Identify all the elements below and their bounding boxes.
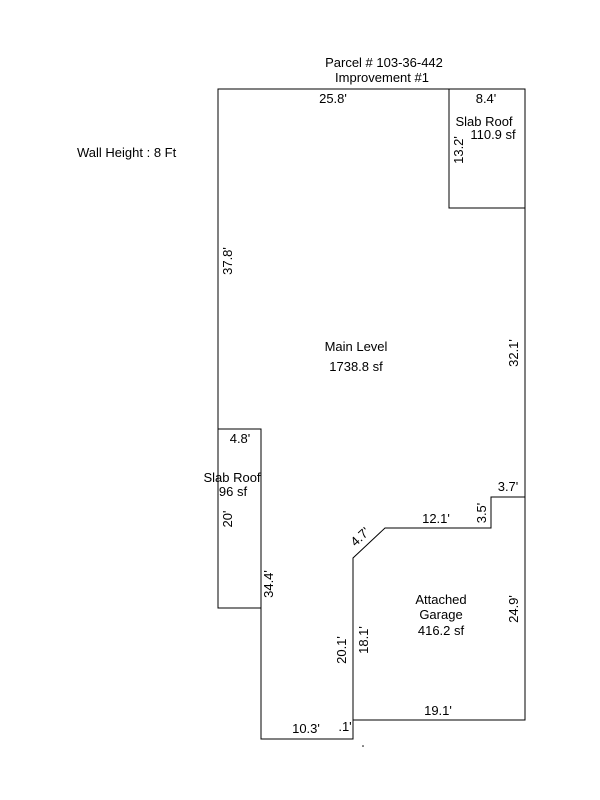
slab-roof-left-outline <box>218 428 262 608</box>
dim-garage-left: 18.1' <box>356 626 371 654</box>
dim-bottom-tiny: .1' <box>338 719 351 734</box>
slab-roof-top-outline <box>448 89 525 209</box>
garage-area: 416.2 sf <box>418 623 465 638</box>
dim-main-right: 32.1' <box>506 339 521 367</box>
garage-name-line1: Attached <box>415 592 466 607</box>
garage-outline <box>352 496 525 720</box>
dim-main-left: 37.8' <box>220 247 235 275</box>
dim-garage-step-horizontal: 3.7' <box>498 479 519 494</box>
main-level-name: Main Level <box>325 339 388 354</box>
slab-roof-top-area: 110.9 sf <box>470 127 516 142</box>
dim-slab-top-width: 8.4' <box>476 91 497 106</box>
dim-garage-step-vertical: 3.5' <box>474 503 489 524</box>
main-level-outline <box>217 88 526 740</box>
improvement-label: Improvement #1 <box>335 70 429 85</box>
parcel-number: Parcel # 103-36-442 <box>325 55 443 70</box>
bottom-dot-mark <box>362 745 364 747</box>
garage-name-line2: Garage <box>419 607 462 622</box>
dim-garage-diagonal: 4.7' <box>347 524 372 549</box>
dim-bottom-left: 10.3' <box>292 721 320 736</box>
dim-garage-bottom: 19.1' <box>424 703 452 718</box>
dim-main-top: 25.8' <box>319 91 347 106</box>
slab-roof-left-name: Slab Roof <box>203 470 260 485</box>
main-level-area: 1738.8 sf <box>329 359 383 374</box>
slab-roof-left-area: 96 sf <box>219 484 248 499</box>
dim-left-lower: 34.4' <box>261 570 276 598</box>
dim-garage-right: 24.9' <box>506 595 521 623</box>
slab-roof-top-name: Slab Roof <box>455 114 512 129</box>
dim-slab-left-width: 4.8' <box>230 431 251 446</box>
dim-garage-top: 12.1' <box>422 511 450 526</box>
dim-slab-top-height: 13.2' <box>451 136 466 164</box>
dim-inner-vertical: 20.1' <box>334 636 349 664</box>
wall-height-label: Wall Height : 8 Ft <box>77 145 177 160</box>
dim-slab-left-height: 20' <box>220 511 235 528</box>
